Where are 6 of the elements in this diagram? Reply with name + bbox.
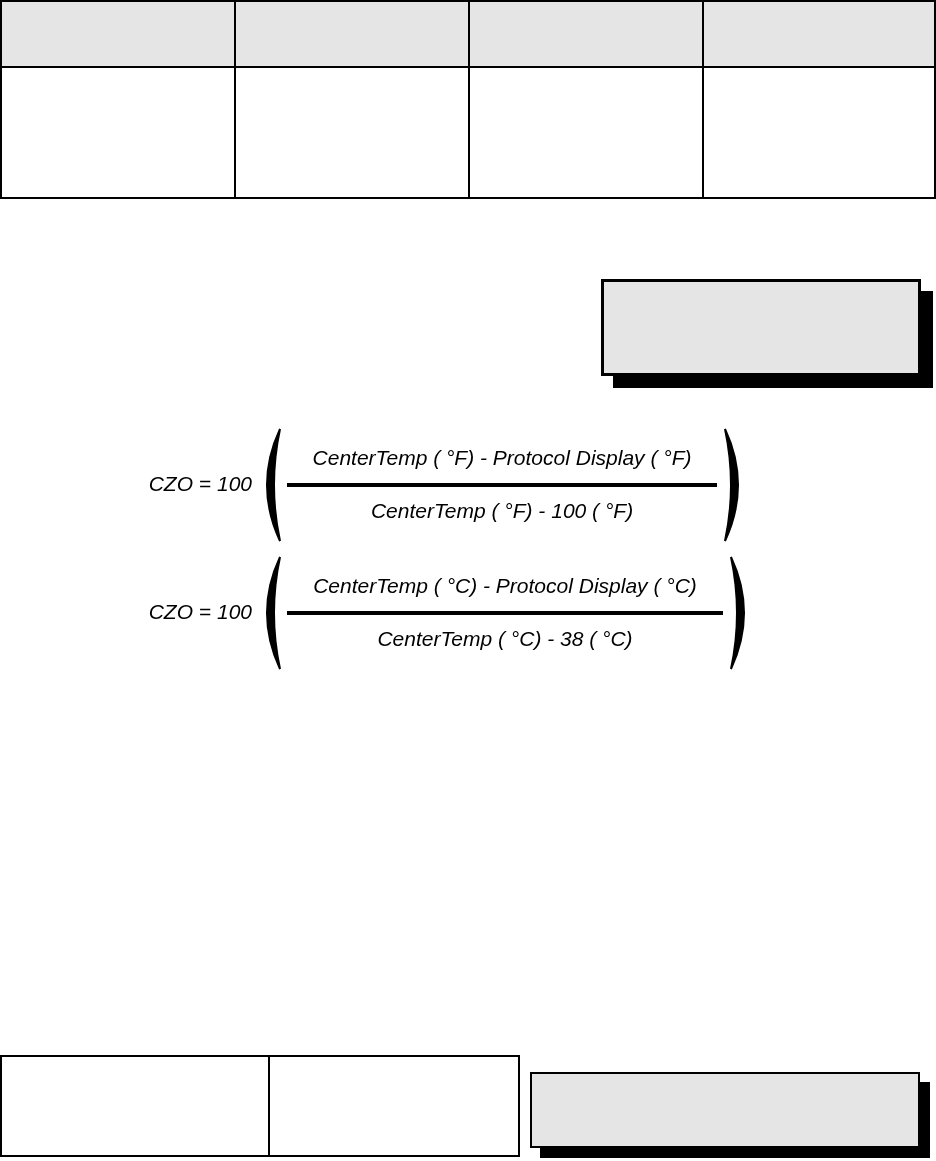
numerator-text: CenterTemp ( °F) - Protocol Display ( °F) (311, 446, 693, 470)
denominator-text: CenterTemp ( °C) - 38 ( °C) (376, 627, 634, 651)
denominator-text: CenterTemp ( °F) - 100 ( °F) (369, 499, 635, 523)
numerator-text: CenterTemp ( °C) - Protocol Display ( °C) (312, 574, 698, 598)
formula-text: CZO = 100 (147, 600, 252, 624)
formula-text: CZO = 100 (147, 472, 252, 496)
